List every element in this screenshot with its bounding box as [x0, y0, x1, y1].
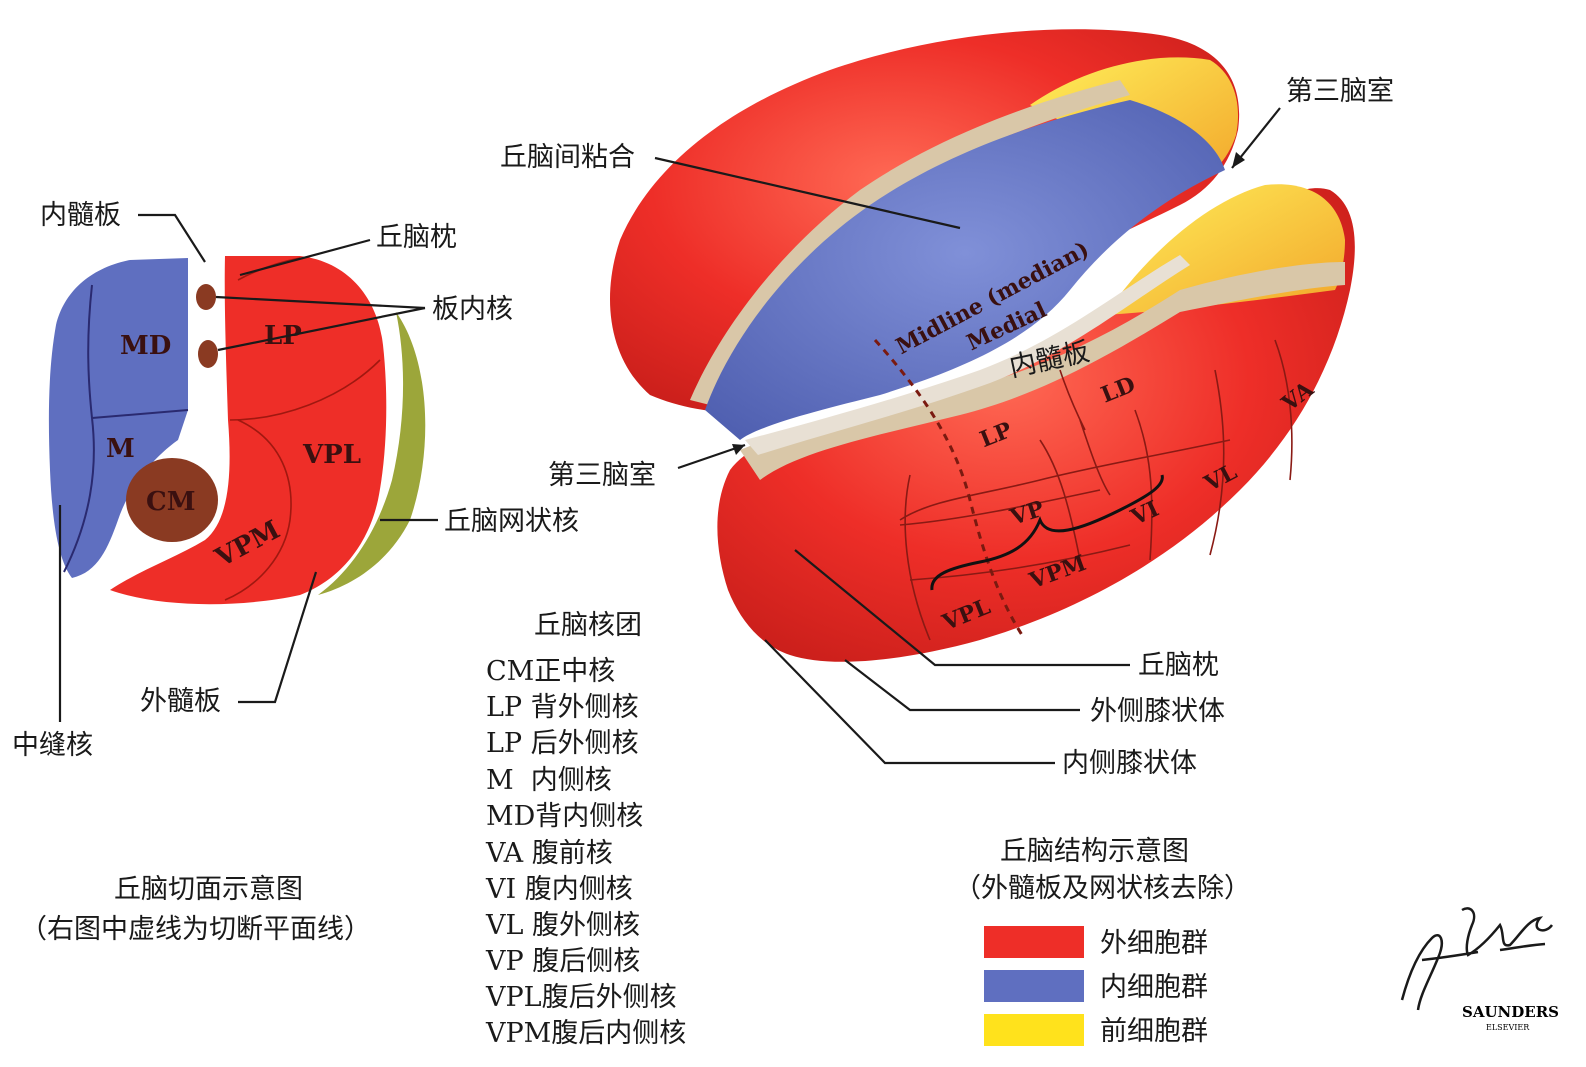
nucleus-cm-label: CM [146, 487, 195, 517]
legend-label-outer: 外细胞群 [1100, 928, 1208, 959]
nuclei-list-item: VI 腹内侧核 [485, 874, 633, 905]
label-pulvinar: 丘脑枕 [376, 222, 457, 253]
label-third-ventricle-top: 第三脑室 [1286, 76, 1394, 107]
label-lateral-geniculate: 外侧膝状体 [1090, 696, 1225, 727]
legend-label-inner: 内细胞群 [1100, 972, 1208, 1003]
label-raphe: 中缝核 [12, 730, 93, 761]
label-internal-lamina: 内髓板 [40, 200, 121, 231]
section-caption-title: 丘脑切面示意图 [114, 874, 303, 905]
legend-subtitle: （外髓板及网状核去除） [954, 873, 1251, 904]
label-medial-geniculate: 内侧膝状体 [1062, 748, 1197, 779]
thalamus-3d-diagram: Midline (median) Medial LP LD VA VL VI V… [500, 29, 1394, 779]
label-third-ventricle-left: 第三脑室 [548, 460, 656, 491]
legend-swatch-outer [984, 926, 1084, 958]
intralaminar-dot-upper [196, 284, 216, 310]
nuclei-list-item: VPL腹后外侧核 [485, 982, 677, 1013]
signature: SAUNDERS ELSEVIER [1402, 908, 1559, 1032]
legend: 丘脑结构示意图 （外髓板及网状核去除） 外细胞群 内细胞群 前细胞群 [954, 836, 1251, 1047]
handwritten-signature [1402, 908, 1552, 1010]
section-caption-sub: （右图中虚线为切断平面线） [20, 914, 371, 945]
nucleus-vpl-label: VPL [302, 440, 361, 470]
nuclei-list-item: M 内侧核 [486, 765, 612, 796]
nuclei-list-item: VPM腹后内侧核 [485, 1018, 686, 1049]
intralaminar-dot-lower [198, 340, 218, 368]
label-interthalamic-adhesion: 丘脑间粘合 [500, 142, 635, 173]
label-pulvinar-3d: 丘脑枕 [1138, 650, 1219, 681]
section-diagram: MD LP M CM VPL VPM 内髓板 丘脑枕 板内核 丘脑网状核 外髓板… [12, 200, 579, 945]
label-external-lamina: 外髓板 [140, 686, 221, 717]
nucleus-m-label: M [106, 434, 135, 464]
nuclei-list-item: VA 腹前核 [485, 838, 613, 869]
legend-title: 丘脑结构示意图 [1000, 836, 1189, 867]
publisher-name: SAUNDERS [1462, 1003, 1559, 1021]
nuclei-list-item: CM正中核 [486, 656, 615, 687]
legend-label-anterior: 前细胞群 [1100, 1016, 1208, 1047]
publisher-imprint: ELSEVIER [1486, 1023, 1530, 1032]
label-intralaminar: 板内核 [432, 294, 513, 325]
nuclei-list-item: VL 腹外侧核 [485, 910, 640, 941]
internal-lamina-leader [138, 215, 205, 262]
legend-swatch-anterior [984, 1014, 1084, 1046]
nuclei-list: 丘脑核团 CM正中核 LP 背外侧核 LP 后外侧核 M 内侧核 MD背内侧核 … [485, 610, 686, 1049]
nuclei-list-item: VP 腹后侧核 [485, 946, 640, 977]
nuclei-list-item: LP 后外侧核 [486, 728, 639, 759]
nuclei-list-item: MD背内侧核 [486, 801, 643, 832]
label-reticular: 丘脑网状核 [444, 506, 579, 537]
nucleus-md-label: MD [120, 331, 171, 361]
legend-swatch-inner [984, 970, 1084, 1002]
nuclei-list-item: LP 背外侧核 [486, 692, 639, 723]
lateral-geniculate-leader [845, 660, 1080, 710]
nuclei-list-title: 丘脑核团 [534, 610, 642, 641]
